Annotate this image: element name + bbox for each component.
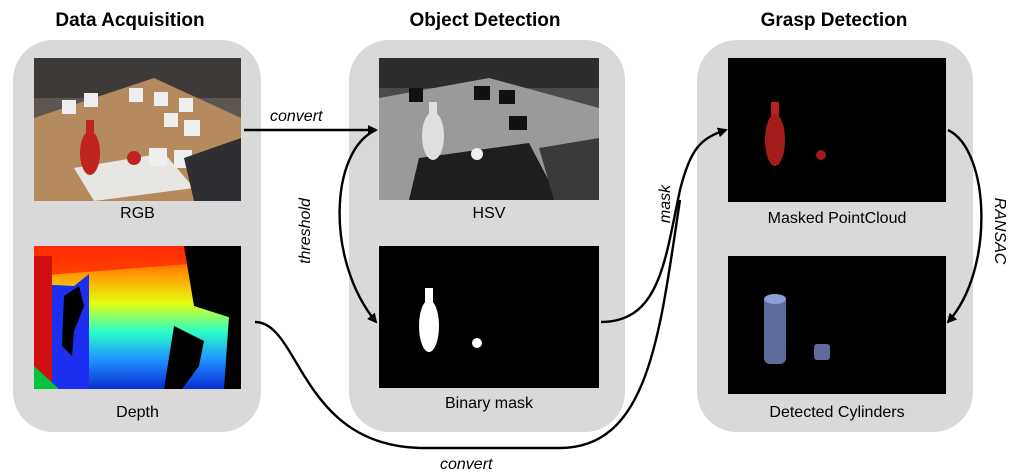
hsv-caption: HSV <box>472 205 506 222</box>
rgb-image <box>34 58 241 201</box>
edge-label-convert-top: convert <box>270 108 323 125</box>
binary-mask-caption: Binary mask <box>444 395 534 412</box>
masked-pointcloud-caption: Masked PointCloud <box>767 210 907 227</box>
masked-pointcloud-image <box>728 58 946 202</box>
binary-mask-image <box>379 246 599 388</box>
edge-label-convert-bottom: convert <box>440 456 493 473</box>
hsv-image <box>379 58 599 200</box>
title-grasp-detection: Grasp Detection <box>760 10 908 31</box>
rgb-caption: RGB <box>120 205 155 222</box>
edge-label-ransac: RANSAC <box>991 197 1008 265</box>
detected-cylinders-caption: Detected Cylinders <box>769 404 905 421</box>
detected-cylinders-image <box>728 256 946 394</box>
title-object-detection: Object Detection <box>409 10 561 31</box>
edge-label-mask: mask <box>657 184 674 224</box>
depth-image <box>34 246 241 389</box>
depth-caption: Depth <box>116 404 159 421</box>
title-data-acquisition: Data Acquisition <box>55 10 205 31</box>
edge-label-threshold: threshold <box>297 198 314 264</box>
